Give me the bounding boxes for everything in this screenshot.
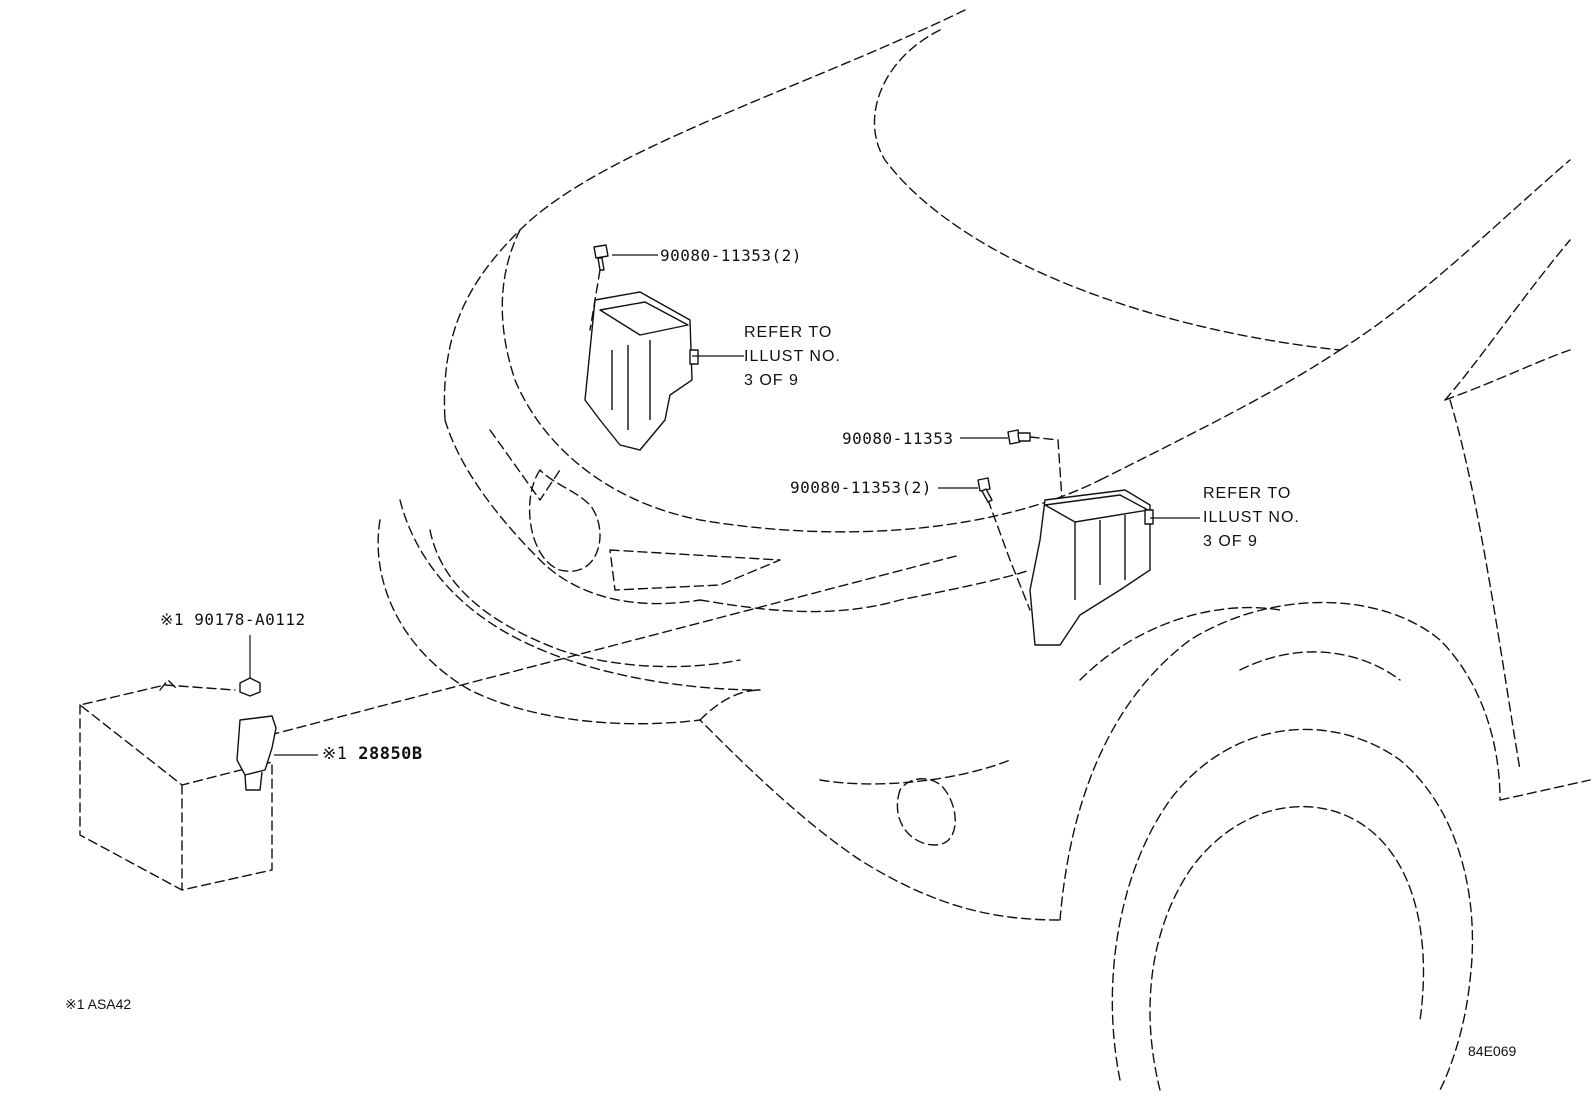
fog-lamp-outline — [896, 778, 956, 846]
tire-outline — [1111, 728, 1474, 1091]
label-relay-number: 28850B — [358, 744, 423, 764]
figure-code: 84E069 — [1468, 1043, 1517, 1059]
upper-relay-block-drawing — [584, 291, 699, 451]
refer-right-line-1: REFER TO — [1203, 485, 1292, 502]
refer-note-right: REFER TO ILLUST NO. 3 OF 9 — [1203, 482, 1300, 554]
label-bolt-upper-right: 90080-11353 — [842, 429, 954, 448]
refer-left-line-1: REFER TO — [744, 324, 833, 341]
label-battery-nut: ※1 90178-A0112 — [160, 608, 306, 631]
footnote: ※1 ASA42 — [65, 996, 132, 1012]
battery-nut-drawing — [239, 677, 261, 697]
bolt-drawing-top — [593, 244, 609, 271]
battery-outline — [79, 684, 273, 891]
relay-leader-line — [269, 554, 961, 736]
bolt-drawing-lower — [977, 477, 993, 503]
bolt-drawing-right — [1007, 429, 1031, 445]
label-bolt-lower-right: 90080-11353(2) — [790, 478, 932, 497]
bumper-outline — [377, 519, 1061, 921]
label-battery-nut-mark: ※1 — [160, 610, 185, 629]
label-relay: ※1 28850B — [322, 743, 423, 766]
refer-right-line-2: ILLUST NO. — [1203, 509, 1300, 526]
label-relay-mark: ※1 — [322, 744, 348, 764]
headlamp-outline — [444, 419, 701, 605]
lower-relay-block-drawing — [1029, 489, 1154, 646]
wheel-arch-outline — [1059, 601, 1501, 921]
label-bolt-relay-block: 90080-11353(2) — [660, 246, 802, 265]
hood-outline — [443, 9, 966, 421]
refer-left-line-2: ILLUST NO. — [744, 348, 841, 365]
refer-left-line-3: 3 OF 9 — [744, 372, 799, 389]
refer-note-left: REFER TO ILLUST NO. 3 OF 9 — [744, 321, 841, 393]
relay-drawing — [236, 715, 277, 791]
windshield-outline — [1339, 159, 1571, 351]
refer-right-line-3: 3 OF 9 — [1203, 533, 1258, 550]
label-battery-nut-number: 90178-A0112 — [194, 610, 306, 629]
